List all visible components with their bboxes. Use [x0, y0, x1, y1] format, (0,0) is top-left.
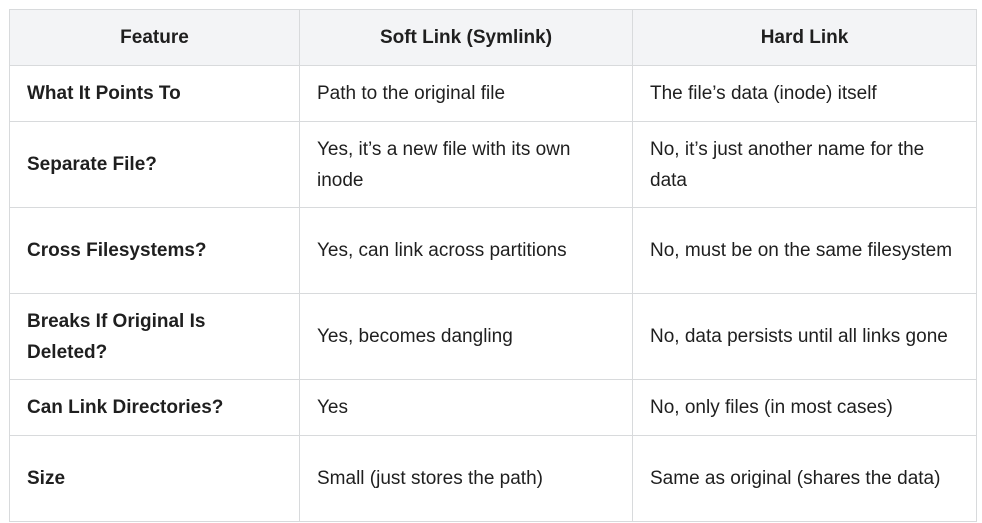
header-soft-link: Soft Link (Symlink): [299, 9, 633, 66]
feature-cell: Cross Filesystems?: [9, 207, 300, 294]
soft-link-cell: Yes, it’s a new file with its own inode: [299, 121, 633, 208]
table-row: Breaks If Original Is Deleted? Yes, beco…: [9, 293, 977, 380]
feature-cell: Breaks If Original Is Deleted?: [9, 293, 300, 380]
hard-link-cell: The file’s data (inode) itself: [632, 65, 977, 122]
soft-link-cell: Yes, can link across partitions: [299, 207, 633, 294]
table-header: Feature Soft Link (Symlink) Hard Link: [9, 9, 977, 66]
header-feature: Feature: [9, 9, 300, 66]
hard-link-cell: No, it’s just another name for the data: [632, 121, 977, 208]
soft-link-cell: Yes: [299, 379, 633, 436]
table-row: Can Link Directories? Yes No, only files…: [9, 379, 977, 436]
soft-link-cell: Path to the original file: [299, 65, 633, 122]
comparison-table: Feature Soft Link (Symlink) Hard Link Wh…: [9, 9, 977, 522]
header-hard-link: Hard Link: [632, 9, 977, 66]
feature-cell: Size: [9, 435, 300, 522]
hard-link-cell: No, data persists until all links gone: [632, 293, 977, 380]
soft-link-cell: Yes, becomes dangling: [299, 293, 633, 380]
table-body: What It Points To Path to the original f…: [9, 65, 977, 522]
table-row: Cross Filesystems? Yes, can link across …: [9, 207, 977, 294]
feature-cell: Can Link Directories?: [9, 379, 300, 436]
table-row: What It Points To Path to the original f…: [9, 65, 977, 122]
comparison-table-container: Feature Soft Link (Symlink) Hard Link Wh…: [9, 9, 977, 522]
soft-link-cell: Small (just stores the path): [299, 435, 633, 522]
hard-link-cell: Same as original (shares the data): [632, 435, 977, 522]
hard-link-cell: No, must be on the same filesystem: [632, 207, 977, 294]
feature-cell: Separate File?: [9, 121, 300, 208]
table-row: Size Small (just stores the path) Same a…: [9, 435, 977, 522]
hard-link-cell: No, only files (in most cases): [632, 379, 977, 436]
table-row: Separate File? Yes, it’s a new file with…: [9, 121, 977, 208]
feature-cell: What It Points To: [9, 65, 300, 122]
header-row: Feature Soft Link (Symlink) Hard Link: [9, 9, 977, 66]
